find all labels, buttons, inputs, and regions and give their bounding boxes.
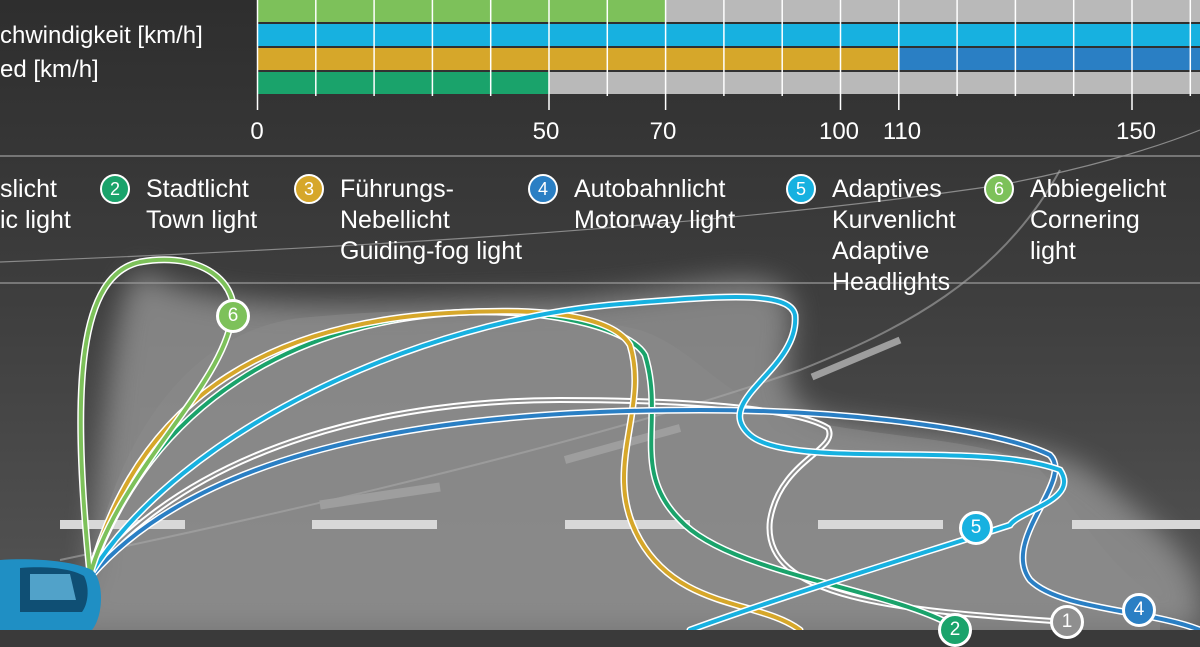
speed-row-2-active (257, 24, 1200, 46)
road-scene (0, 0, 1200, 630)
tick-label-150: 150 (1115, 118, 1157, 145)
legend-badge-4: 4 (528, 174, 558, 204)
legend-cornering-de: Abbiegelicht (1030, 175, 1167, 203)
speed-row-3-active (257, 48, 899, 70)
legend-adaptive-en-1: Adaptive (832, 237, 930, 265)
lane-markings (60, 520, 1200, 529)
speed-bar-chart (256, 0, 1200, 110)
legend-adaptive-en-2: Headlights (832, 268, 951, 296)
tick-label-70: 70 (649, 118, 677, 145)
legend-motorway-en: Motorway light (574, 206, 736, 234)
beam-badge-basic: 1 (1050, 605, 1084, 639)
legend-guiding-fog-en: Guiding-fog light (340, 237, 523, 265)
legend-motorway-de: Autobahnlicht (574, 175, 726, 203)
legend-adaptive-de-1: Adaptives (832, 175, 942, 203)
beam-badge-adaptive: 5 (959, 511, 993, 545)
beam-badge-town: 2 (938, 613, 972, 647)
legend-badge-6: 6 (984, 174, 1014, 204)
road-edge (0, 129, 1200, 263)
legend-guiding-fog-de-1: Führungs- (340, 175, 454, 203)
speed-row-4-active (257, 72, 549, 94)
legend-cornering-en-1: Cornering (1030, 206, 1140, 234)
tick-label-50: 50 (532, 118, 560, 145)
tick-label-100: 100 (818, 118, 860, 145)
speed-row-1-active (257, 0, 666, 22)
car (0, 559, 101, 630)
legend-text-basic-light: slicht ic light (0, 175, 71, 234)
speed-row-label-de: chwindigkeit [km/h] (0, 22, 203, 49)
beam-badge-cornering: 6 (216, 299, 250, 333)
light-core (60, 310, 1160, 630)
beam-curves (77, 256, 1200, 630)
beam-badge-motorway: 4 (1122, 593, 1156, 627)
tick-label-0: 0 (250, 118, 264, 145)
tick-label-110: 110 (882, 118, 922, 145)
legend-town-light-de: Stadtlicht (146, 175, 249, 203)
speed-row-3-followon (898, 48, 1200, 70)
legend-guiding-fog-de-2: Nebellicht (340, 206, 450, 234)
legend-badge-3: 3 (294, 174, 324, 204)
legend-town-light-en: Town light (146, 206, 258, 234)
legend-cornering-en-2: light (1030, 237, 1076, 265)
road-centerline (59, 169, 1061, 561)
legend-badge-2: 2 (100, 174, 130, 204)
legend-adaptive-de-2: Kurvenlicht (832, 206, 956, 234)
speed-row-label-en: ed [km/h] (0, 56, 99, 83)
legend-badge-5: 5 (786, 174, 816, 204)
